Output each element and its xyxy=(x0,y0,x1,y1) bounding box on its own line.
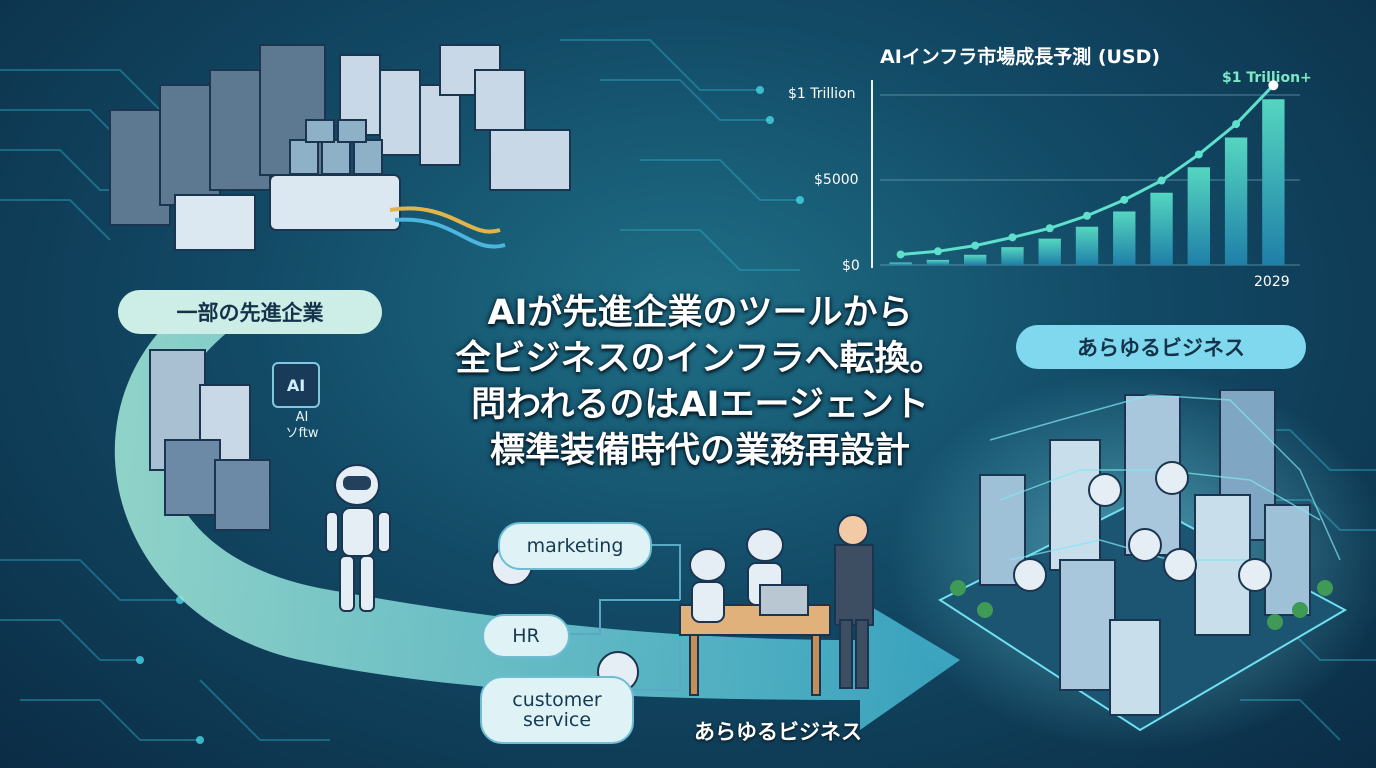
ai-chip-icon: AI xyxy=(272,362,320,408)
chart-bar xyxy=(1224,137,1248,265)
chart-bar xyxy=(1262,99,1285,265)
department-tag-marketing: marketing xyxy=(498,522,652,570)
chart-point xyxy=(1008,233,1017,242)
chart-bar xyxy=(1150,192,1173,265)
department-tag-customer-service: customer service xyxy=(480,676,634,744)
chart-point xyxy=(933,247,942,256)
y-tick-label: $1 Trillion xyxy=(788,86,856,102)
chart-point xyxy=(1157,176,1166,185)
chart-bar xyxy=(889,262,912,265)
chart-point xyxy=(971,241,980,250)
chart-point xyxy=(1120,195,1129,204)
headline-line: 全ビジネスのインフラへ転換。 xyxy=(455,339,945,379)
department-tag-hr: HR xyxy=(482,614,570,658)
chart-bar xyxy=(1001,247,1024,265)
y-tick-label: $0 xyxy=(842,258,860,274)
chart-peak-label: $1 Trillion+ xyxy=(1222,70,1312,86)
chart-title: AIインフラ市場成長予測 (USD) xyxy=(880,46,1161,68)
chart-point xyxy=(1232,120,1241,129)
chart-point xyxy=(1268,80,1279,91)
bottom-caption: あらゆるビジネス xyxy=(694,720,862,744)
headline-line: 標準装備時代の業務再設計 xyxy=(489,431,910,471)
headline-line: 問われるのはAIエージェント xyxy=(471,385,929,425)
early-adopters-label: 一部の先進企業 xyxy=(118,290,382,334)
y-tick-label: $5000 xyxy=(814,172,859,188)
chart-bar xyxy=(1113,211,1136,265)
chart-bar xyxy=(1075,226,1099,265)
headline-line: AIが先進企業のツールから xyxy=(487,293,913,333)
chart-bar xyxy=(1187,167,1210,265)
chart-point xyxy=(896,250,905,259)
ai-software-label: AI ソftw xyxy=(285,410,319,441)
chart-point xyxy=(1194,150,1203,159)
chart-point xyxy=(1083,211,1091,220)
chart-point xyxy=(1045,224,1054,233)
chart-bar xyxy=(1038,238,1061,265)
chart-bar xyxy=(926,259,950,265)
robot-figure xyxy=(325,464,391,612)
all-businesses-label: あらゆるビジネス xyxy=(1016,325,1306,369)
x-tick-label: 2029 xyxy=(1254,274,1290,290)
chart-bar xyxy=(964,254,987,265)
headline: AIが先進企業のツールから 全ビジネスのインフラへ転換。 問われるのはAIエージ… xyxy=(420,290,980,474)
